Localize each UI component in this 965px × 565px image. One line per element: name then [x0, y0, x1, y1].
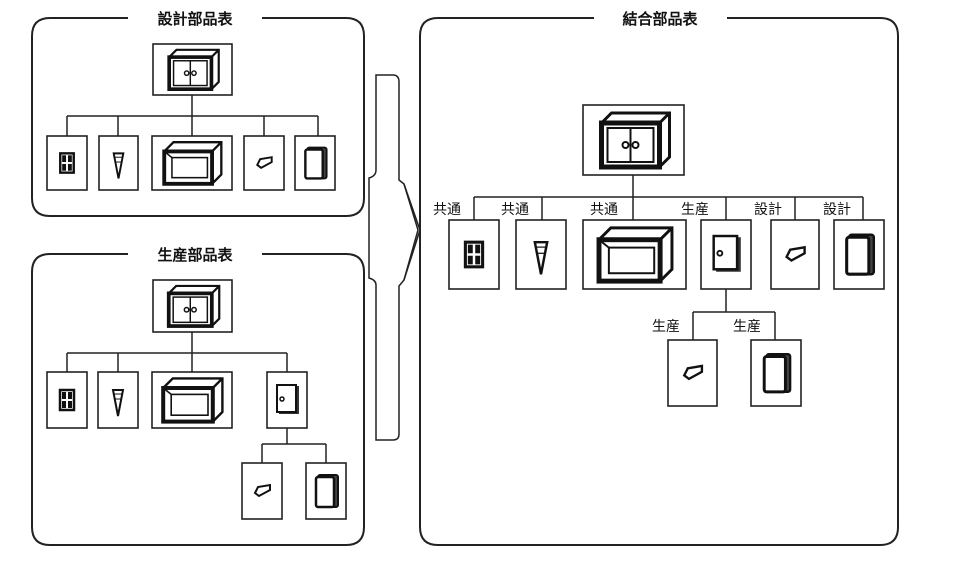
door-icon — [266, 371, 308, 429]
label-common: 共通 — [501, 202, 529, 218]
label-production: 生産 — [681, 202, 709, 218]
production-bom-title: 生産部品表 — [157, 246, 233, 264]
knob-icon — [243, 135, 285, 191]
knob-icon — [667, 339, 718, 407]
production-bom-panel: 生産部品表 — [31, 246, 365, 546]
merge-brace-arrow — [368, 74, 421, 441]
combined-bom-panel: 結合部品表 共通 共通 共通 生産 設計 設計 生産 生産 — [419, 10, 899, 546]
cabinet-icon — [152, 43, 233, 96]
label-production: 生産 — [652, 319, 680, 335]
design-bom-panel: 設計部品表 — [31, 10, 365, 217]
panel-icon — [305, 462, 347, 520]
label-common: 共通 — [590, 202, 618, 218]
combined-bom-title: 結合部品表 — [622, 10, 698, 28]
knob-icon — [241, 462, 283, 520]
knob-icon — [770, 219, 820, 290]
screw-icon — [515, 219, 567, 290]
case-icon — [151, 371, 233, 429]
label-design: 設計 — [754, 202, 782, 218]
case-icon — [582, 219, 687, 290]
hinge-icon — [448, 219, 500, 290]
design-bom-title: 設計部品表 — [157, 10, 233, 28]
label-production: 生産 — [733, 319, 761, 335]
label-common: 共通 — [433, 202, 461, 218]
panel-icon — [833, 219, 885, 290]
label-design: 設計 — [823, 202, 851, 218]
panel-icon — [750, 339, 802, 407]
screw-icon — [98, 135, 139, 191]
case-icon — [151, 135, 233, 191]
door-icon — [700, 219, 752, 290]
cabinet-icon — [582, 104, 685, 176]
cabinet-icon — [152, 279, 233, 333]
hinge-icon — [46, 371, 88, 429]
hinge-icon — [46, 135, 88, 191]
panel-icon — [294, 135, 336, 191]
screw-icon — [97, 371, 139, 429]
